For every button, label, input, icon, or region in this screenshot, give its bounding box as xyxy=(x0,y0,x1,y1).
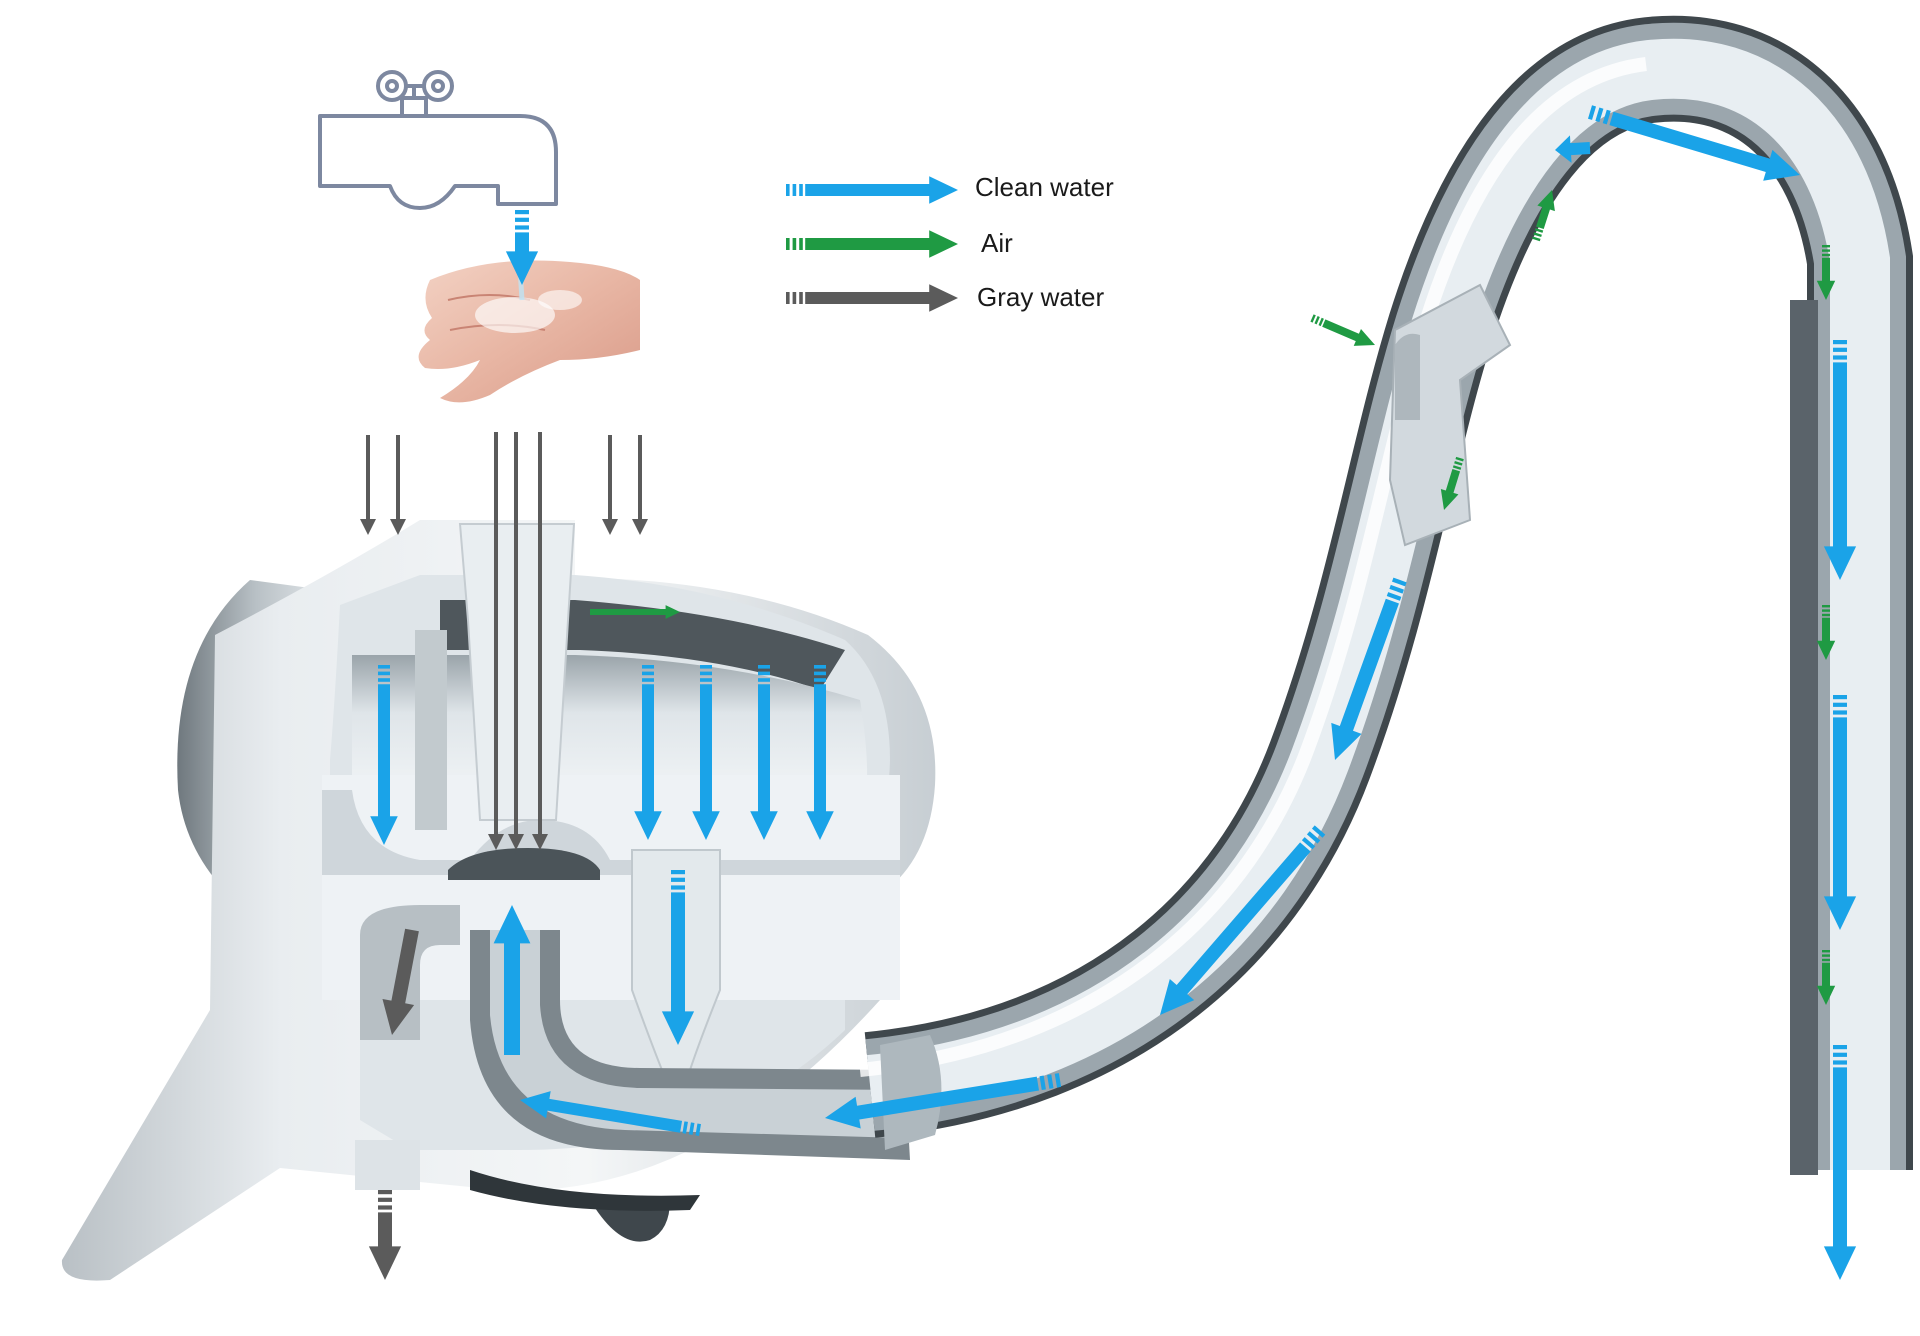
hose-clean-water-arrow xyxy=(1587,105,1800,181)
legend xyxy=(786,176,958,312)
air-inlet-arrow xyxy=(1310,314,1376,346)
gray-water-inflow-line xyxy=(602,435,618,535)
hose-clean-water-arrow xyxy=(1554,135,1591,163)
clean-water-down-arrow xyxy=(370,665,398,845)
faucet-water-arrow xyxy=(505,210,539,285)
gray-water-inflow-line xyxy=(360,435,376,535)
connecting-pipe xyxy=(470,930,910,1160)
legend-label-clean-water: Clean water xyxy=(975,172,1114,202)
hose-clean-water-arrow xyxy=(1331,577,1407,761)
hose-clean-water-arrow xyxy=(824,1073,1062,1129)
gray-water-out-arrow xyxy=(382,928,419,1036)
legend-air-arrow xyxy=(786,230,958,258)
gray-water-inflow-line xyxy=(532,432,548,850)
gray-water-inflow-line xyxy=(632,435,648,535)
legend-air-arrow xyxy=(786,230,958,258)
clean-water-down-arrow xyxy=(692,665,720,840)
faucet-icon xyxy=(318,70,558,210)
hose xyxy=(859,15,1913,1175)
hose-clean-water-arrow xyxy=(1823,340,1857,580)
legend-label-air: Air xyxy=(981,228,1013,258)
legend-clean-water-arrow xyxy=(786,176,958,204)
hose-air-arrow xyxy=(1440,456,1464,511)
clean-water-down-arrow xyxy=(806,665,834,840)
clean-water-return-arrow xyxy=(519,1091,701,1136)
hose-clean-water-arrow xyxy=(1823,1045,1857,1280)
hose-air-arrow xyxy=(1816,950,1836,1005)
recycling-device xyxy=(61,520,936,1281)
hose-air-arrow xyxy=(1816,245,1836,300)
hose-clean-water-arrow xyxy=(1823,695,1857,930)
gray-water-inflow-line xyxy=(488,432,504,850)
hose-air-arrow xyxy=(1532,190,1555,242)
washing-hands-icon xyxy=(418,260,640,403)
air-inflow-arrow xyxy=(590,605,680,619)
clean-water-down-arrow xyxy=(750,665,778,840)
legend-gray-water-arrow xyxy=(786,284,958,312)
clean-water-down-arrow xyxy=(661,870,695,1045)
clean-water-down-arrow xyxy=(634,665,662,840)
legend-gray-water-arrow xyxy=(786,284,958,312)
gray-water-inflow-line xyxy=(390,435,406,535)
legend-clean-water-arrow xyxy=(786,176,958,204)
hose-clean-water-arrow xyxy=(1160,825,1326,1015)
gray-water-inflow-line xyxy=(508,432,524,850)
faucet-water-arrow xyxy=(505,210,539,285)
gray-water-drain-arrow xyxy=(368,1190,402,1280)
hose-air-arrow xyxy=(1816,605,1836,660)
clean-water-up-arrow xyxy=(493,905,531,1055)
legend-label-gray-water: Gray water xyxy=(977,282,1105,312)
flow-arrows xyxy=(360,105,1857,1280)
